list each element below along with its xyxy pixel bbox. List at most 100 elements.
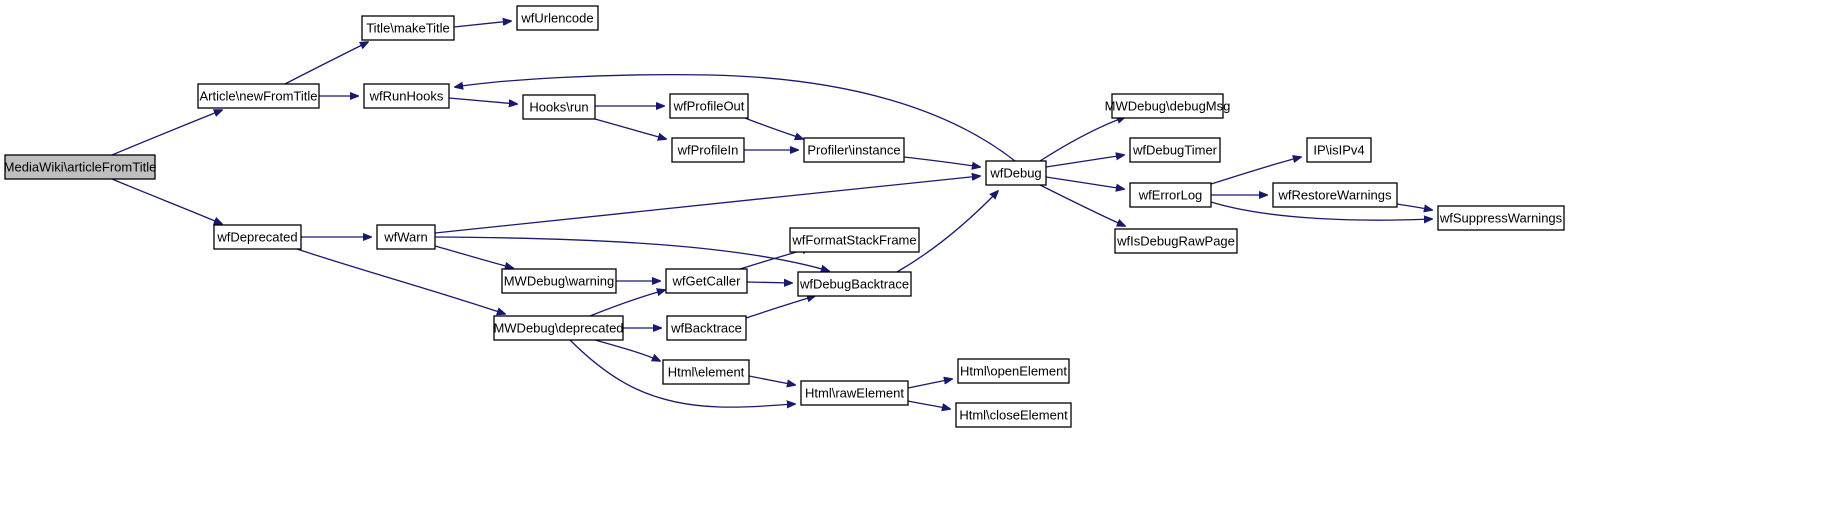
node-box[interactable] [1129,137,1221,163]
node-hooksRun[interactable]: Hooks\run [522,94,596,120]
edge-wfDebugBacktrace-to-wfDebug [896,191,998,273]
node-newFromTitle[interactable]: Article\newFromTitle [197,83,320,109]
node-wfRestoreWarnings[interactable]: wfRestoreWarnings [1272,182,1398,208]
node-box[interactable] [1111,93,1224,119]
edge-wfDebug-to-wfIsDebugRawPage [1039,184,1125,226]
node-box[interactable] [797,271,912,297]
node-wfDebugBacktrace[interactable]: wfDebugBacktrace [797,271,912,297]
node-box[interactable] [1272,182,1398,208]
node-box[interactable] [955,402,1072,428]
node-debugMsg[interactable]: MWDebug\debugMsg [1105,93,1231,119]
edge-htmlElement-to-htmlRawElement [748,375,795,385]
node-mwDeprecated[interactable]: MWDebug\deprecated [493,315,624,341]
edge-hooksRun-to-wfProfileIn [594,118,666,139]
node-box[interactable] [985,160,1047,186]
node-label: wfRunHooks [369,89,444,104]
node-makeTitle[interactable]: Title\makeTitle [361,15,455,41]
nodes-layer: MediaWiki\articleFromTitle Article\newFro… [4,5,1565,428]
node-wfDebug[interactable]: wfDebug [985,160,1047,186]
node-label: wfErrorLog [1138,188,1203,203]
node-htmlRawElement[interactable]: Html\rawElement [800,380,909,406]
node-label: wfFormatStackFrame [791,233,916,248]
node-box[interactable] [1129,182,1212,208]
edge-wfWarn-to-wfDebug [434,176,980,234]
node-box[interactable] [376,224,436,250]
node-box[interactable] [501,268,617,294]
node-box[interactable] [213,224,302,250]
edge-articleFromTitle-to-newFromTitle [111,110,222,156]
node-box[interactable] [516,5,599,31]
node-wfDebugTimer[interactable]: wfDebugTimer [1129,137,1221,163]
edge-mwDeprecated-to-htmlElement [594,339,660,361]
node-wfErrorLog[interactable]: wfErrorLog [1129,182,1212,208]
node-wfBacktrace[interactable]: wfBacktrace [666,315,747,341]
node-box[interactable] [1306,137,1372,163]
node-wfProfileIn[interactable]: wfProfileIn [671,137,745,163]
node-htmlCloseElement[interactable]: Html\closeElement [955,402,1072,428]
node-box[interactable] [669,93,749,119]
node-htmlElement[interactable]: Html\element [662,359,750,385]
node-box[interactable] [361,15,455,41]
node-articleFromTitle[interactable]: MediaWiki\articleFromTitle [4,154,157,180]
edge-wfProfileOut-to-profilerInstance [744,117,803,139]
node-wfSuppressWarnings[interactable]: wfSuppressWarnings [1437,205,1565,231]
node-box[interactable] [363,83,450,109]
node-mwWarning[interactable]: MWDebug\warning [501,268,617,294]
node-wfGetCaller[interactable]: wfGetCaller [665,268,748,294]
edge-mwDeprecated-to-wfGetCaller [589,290,665,317]
node-box[interactable] [522,94,596,120]
node-box[interactable] [1114,228,1238,254]
edge-wfRunHooks-to-hooksRun [448,97,517,104]
node-label: wfRestoreWarnings [1278,188,1392,203]
node-label: wfGetCaller [672,274,742,289]
node-label: wfWarn [383,230,428,245]
edge-articleFromTitle-to-wfDeprecated [111,178,222,224]
edge-wfDeprecated-to-mwDeprecated [296,248,505,314]
edge-htmlRawElement-to-htmlOpenElement [907,379,952,389]
node-box[interactable] [665,268,748,294]
node-profilerInstance[interactable]: Profiler\instance [803,137,905,163]
node-label: Html\openElement [960,364,1067,379]
node-label: IP\isIPv4 [1313,143,1364,158]
node-box[interactable] [662,359,750,385]
node-box[interactable] [800,380,909,406]
node-box[interactable] [957,358,1070,384]
node-wfUrlencode[interactable]: wfUrlencode [516,5,599,31]
node-label: wfUrlencode [520,11,593,26]
node-box[interactable] [1437,205,1565,231]
node-label: wfDebugBacktrace [799,277,909,292]
node-wfIsDebugRawPage[interactable]: wfIsDebugRawPage [1114,228,1238,254]
edge-wfDebug-to-wfDebugTimer [1045,155,1124,168]
node-label: MWDebug\debugMsg [1105,99,1231,114]
node-wfDeprecated[interactable]: wfDeprecated [213,224,302,250]
node-label: wfDebug [989,166,1041,181]
node-label: wfBacktrace [670,321,742,336]
node-label: Article\newFromTitle [200,89,318,104]
node-wfRunHooks[interactable]: wfRunHooks [363,83,450,109]
edge-wfErrorLog-to-wfSuppressWarnings [1210,201,1432,220]
node-isIPv4[interactable]: IP\isIPv4 [1306,137,1372,163]
node-box[interactable] [493,315,624,341]
node-box[interactable] [803,137,905,163]
node-label: wfDebugTimer [1132,143,1218,158]
node-wfFormatStackFrame[interactable]: wfFormatStackFrame [789,227,920,253]
node-box[interactable] [789,227,920,253]
node-label: Profiler\instance [807,143,900,158]
node-box[interactable] [197,83,320,109]
node-box[interactable] [4,154,156,180]
edge-wfErrorLog-to-isIPv4 [1210,157,1301,185]
node-label: MWDebug\deprecated [493,321,623,336]
node-label: wfDeprecated [216,230,297,245]
node-label: Hooks\run [529,100,588,115]
edge-wfRestoreWarnings-to-wfSuppressWarnings [1396,203,1432,210]
node-wfWarn[interactable]: wfWarn [376,224,436,250]
node-box[interactable] [671,137,745,163]
node-wfProfileOut[interactable]: wfProfileOut [669,93,749,119]
edge-makeTitle-to-wfUrlencode [453,21,511,28]
node-box[interactable] [666,315,747,341]
edge-wfBacktrace-to-wfDebugBacktrace [745,296,815,319]
node-label: wfIsDebugRawPage [1116,234,1235,249]
edge-htmlRawElement-to-htmlCloseElement [907,400,950,409]
node-htmlOpenElement[interactable]: Html\openElement [957,358,1070,384]
